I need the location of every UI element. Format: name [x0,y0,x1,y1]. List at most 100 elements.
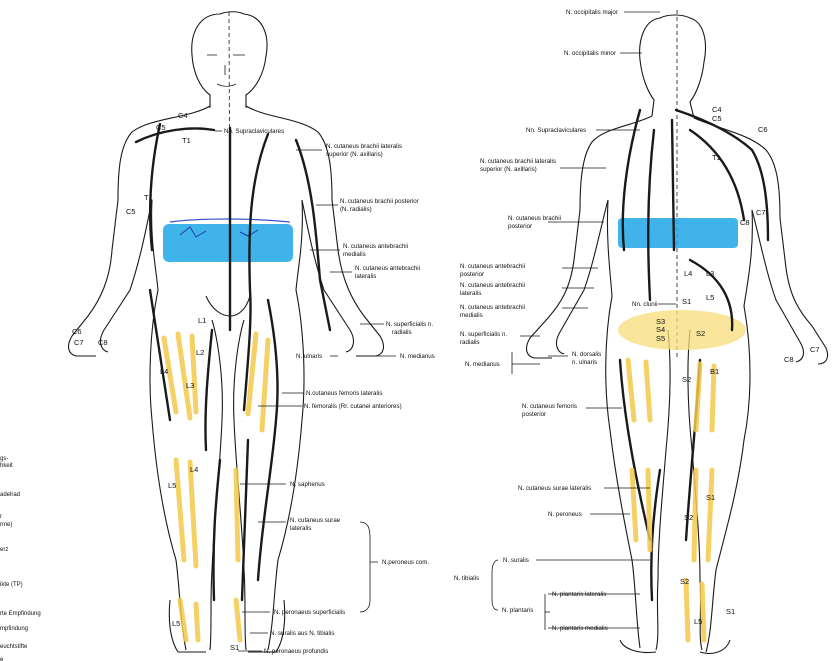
label-cut-fem-post-2: posterior [522,411,546,418]
seg-c4-back: C4 [712,105,722,114]
label-superficialis-radialis-1: N. superficialis n. [386,321,433,328]
seg-t1-arm-front: T1 [144,193,153,202]
seg-l4-back: L4 [684,269,692,278]
legend-fragment-10: euchtstifte [0,644,28,650]
label-supraclav-front: Nn. Supraclaviculares [224,128,284,135]
seg-s2-back: S2 [696,329,705,338]
seg-s1-heel: S1 [726,607,735,616]
label-plantaris-back: N. plantaris [502,607,533,614]
label-peronaeus-superf: N. peronaeus superficialis [274,609,345,616]
label-ulnaris-front: N. ulnaris [296,353,322,360]
seg-l4-shin: L4 [190,465,198,474]
label-superficialis-radialis-back-2: radialis [460,339,480,346]
label-cut-antebrachii-post-2: posterior [460,271,484,278]
label-suralis-tibialis: N. suralis aus N. tibialis [270,630,334,637]
seg-l5-foot: L5 [172,619,180,628]
seg-s4-back: S4 [656,325,665,334]
legend-fragment-2: hkeit [0,463,13,469]
label-cut-brachii-post-1: N. cutaneus brachii posterior [340,198,419,205]
label-cut-antebrachii-med-2: medialis [343,251,366,258]
legend-fragment-3: adelrad [0,492,20,498]
label-cut-brachii-lat-sup-2: superior (N. axillaris) [326,151,383,158]
label-cut-antebrachii-lat-2: lateralis [355,273,376,280]
label-superficialis-radialis-back-1: N. superficialis n. [460,331,507,338]
label-cut-antebrachii-med-back-1: N. cutaneus antebrachii [460,304,525,311]
label-dorsalis-ulnaris-1: N. dorsalis [572,351,601,358]
seg-b1-back: B1 [710,367,719,376]
label-cut-antebrachii-lat-1: N. cutaneus antebrachii [355,265,420,272]
seg-l5: L5 [168,481,176,490]
legend-fragment-11: e [0,657,4,661]
legend-fragment-6: erz [0,547,8,553]
seg-s5-back: S5 [656,334,665,343]
seg-l4-thigh: L4 [160,367,168,376]
seg-c8-hand-back: C8 [784,355,794,364]
back-figure: C4 C5 C6 T1 C7 C8 C7 C8 L3 L4 L5 S1 S3 S… [527,10,828,654]
label-cut-brachii-lat-sup-1: N. cutaneus brachii lateralis [326,143,402,150]
label-tibialis-back: N. tibialis [454,575,479,582]
back-blue-band [618,218,738,248]
front-blue-band [163,224,293,262]
seg-s1-foot: S1 [230,643,239,652]
front-figure: C4 C5 T1 T1 C5 C6 C7 C8 L1 L2 L4 L3 L4 L… [69,12,384,652]
seg-l3: L3 [186,381,194,390]
label-peroneus-back: N. peroneus [548,511,582,518]
label-plantaris-lat: N. plantaris lateralis [552,591,606,598]
legend-fragment-4: r [0,514,2,520]
seg-c7-back: C7 [756,208,766,217]
label-medianus-front: N. medianus [400,353,435,360]
label-cut-brachii-post-back-2: posterior [508,223,532,230]
label-plantaris-med: N. plantaris medialis [552,625,608,632]
seg-t1-back: T1 [712,153,721,162]
label-clunii: Nn. clunii [632,301,657,308]
back-yellow-buttock [618,310,746,350]
seg-l5-back: L5 [706,293,714,302]
label-suralis-back: N. suralis [503,557,529,564]
seg-l1: L1 [198,316,206,325]
label-cut-antebrachii-post-1: N. cutaneus antebrachii [460,263,525,270]
label-cut-brachii-post-2: (N. radialis) [340,206,372,213]
label-cut-antebrachii-med-back-2: medialis [460,312,483,319]
label-cut-surae-lat-back: N. cutaneus surae lateralis [518,485,591,492]
legend-fragment-5: rme) [0,522,12,528]
label-dorsalis-ulnaris-2: n. ulnaris [572,359,597,366]
label-cut-antebrachii-lat-back-2: lateralis [460,290,481,297]
label-medianus-back: N. medianus [465,361,500,368]
seg-c5-back: C5 [712,114,722,123]
legend-fragment-9: mpfindung [0,626,28,632]
label-peronaeus-prof: N. peronaeus profundis [264,648,328,655]
seg-s2-thigh: S2 [682,375,691,384]
label-cut-surae-lat-1: N. cutaneus surae [290,517,341,524]
seg-c5-arm-front: C5 [126,207,136,216]
legend-fragment-1: gs- [0,456,8,462]
label-cut-antebrachii-lat-back-1: N. cutaneus antebrachii [460,282,525,289]
label-saphenus: N. saphenus [290,481,325,488]
seg-l3-back: L3 [706,269,714,278]
label-cut-fem-lat: N.cutaneus femoris lateralis [306,390,382,397]
seg-l2: L2 [196,348,204,357]
legend-fragment-8: rte Empfindung [0,611,41,617]
seg-c8-back: C8 [740,218,750,227]
label-cut-antebrachii-med-1: N. cutaneus antebrachii [343,243,408,250]
seg-s1-back: S1 [682,297,691,306]
label-occ-major: N. occipitalis major [566,9,618,16]
label-cut-fem-post-1: N. cutaneus femoris [522,403,577,410]
seg-c5-front: C5 [156,123,166,132]
legend-fragment-7: ikte (TP) [0,582,23,588]
seg-c4-front: C4 [178,111,188,120]
seg-t1-front: T1 [182,136,191,145]
seg-s2-calf: S2 [684,513,693,522]
label-cut-surae-lat-2: lateralis [290,525,311,532]
label-superficialis-radialis-2: radialis [392,329,412,336]
label-peroneus-com: N.peroneus com. [382,559,429,566]
label-cut-brachii-lat-back-2: superior (N. axillaris) [480,166,537,173]
label-supraclav-back: Nn. Supraclaviculares [526,127,586,134]
label-cut-brachii-lat-back-1: N. cutaneus brachii lateralis [480,158,556,165]
seg-c7-hand-back: C7 [810,345,820,354]
legend-fragments: gs- hkeit adelrad r rme) erz ikte (TP) r… [0,456,41,661]
label-occ-minor: N. occipitalis minor [564,50,616,57]
seg-s2-heel: S2 [680,577,689,586]
seg-c6-back: C6 [758,125,768,134]
seg-c7-front: C7 [74,338,84,347]
